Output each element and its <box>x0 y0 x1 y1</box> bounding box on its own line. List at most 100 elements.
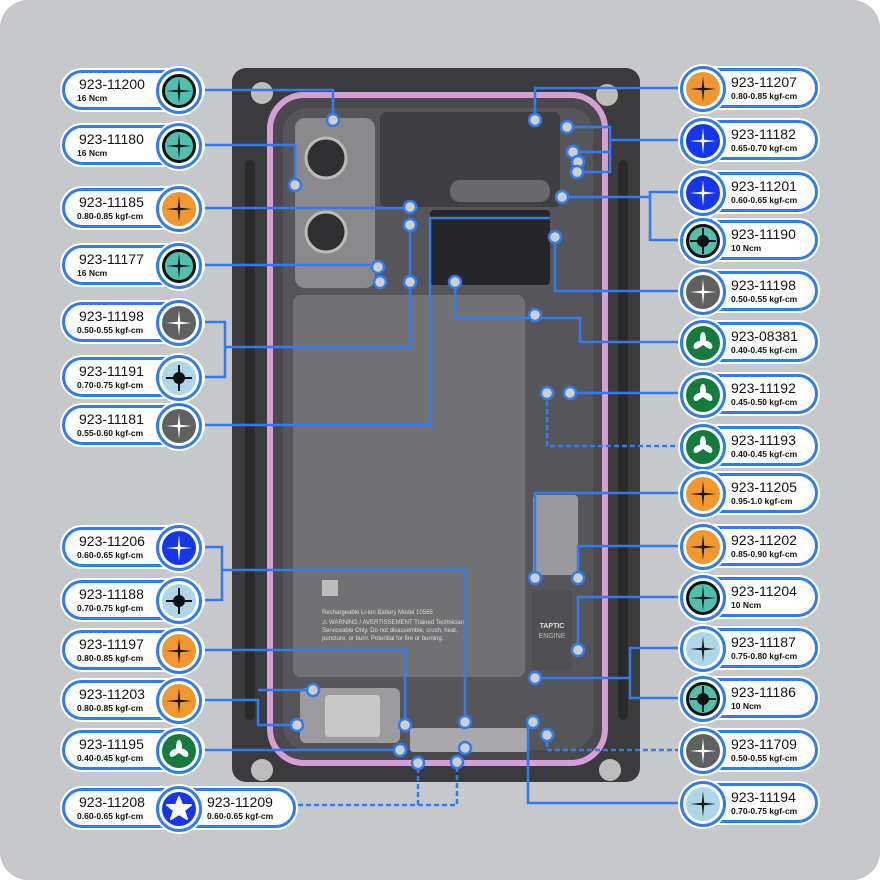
part-number: 923-11198 <box>731 277 796 293</box>
screw-marker[interactable] <box>457 714 473 730</box>
part-number: 923-11177 <box>79 251 144 267</box>
torque-spec: 0.50-0.55 kgf-cm <box>731 294 798 304</box>
standoff-teal-screw-icon <box>680 676 726 722</box>
part-number: 923-11198 <box>79 308 144 324</box>
screw-marker[interactable] <box>457 740 473 756</box>
screw-label-923-11185[interactable]: 923-11185 0.80-0.85 kgf-cm <box>62 188 203 228</box>
part-number: 923-11205 <box>731 479 797 495</box>
part-number: 923-11197 <box>79 636 144 652</box>
connector-lines <box>200 86 680 807</box>
part-number: 923-11185 <box>79 194 144 210</box>
lower-connector <box>410 728 528 752</box>
camera-lens <box>304 136 348 180</box>
part-number: 923-11180 <box>79 131 144 147</box>
torque-spec: 0.80-0.85 kgf-cm <box>77 653 144 663</box>
screw-marker[interactable] <box>372 274 388 290</box>
part-number: 923-11200 <box>79 76 145 92</box>
torque-spec: 0.60-0.65 kgf-cm <box>207 811 274 821</box>
part-number: 923-11190 <box>731 226 796 242</box>
screw-marker[interactable] <box>449 754 465 770</box>
tray-magnet <box>251 82 273 104</box>
phillips-orange-screw-icon <box>156 678 202 724</box>
part-number: 923-11187 <box>731 634 796 650</box>
screw-marker[interactable] <box>287 177 303 193</box>
taptic-text: TAPTIC <box>540 623 565 630</box>
screw-marker[interactable] <box>325 112 341 128</box>
screw-marker[interactable] <box>527 112 543 128</box>
taptic-engine <box>532 590 572 670</box>
screw-marker[interactable] <box>527 570 543 586</box>
standoff-lightblue-screw-icon <box>156 578 202 624</box>
standoff-lightblue-screw-icon <box>156 355 202 401</box>
part-number: 923-11709 <box>731 736 797 752</box>
screw-marker[interactable] <box>569 164 585 180</box>
flash-strip <box>450 180 550 202</box>
torque-spec: 16 Ncm <box>77 93 108 103</box>
screw-marker[interactable] <box>570 570 586 586</box>
torque-spec: 0.70-0.75 kgf-cm <box>731 806 798 816</box>
taptic-text: ENGINE <box>539 633 566 640</box>
torque-spec: 0.80-0.85 kgf-cm <box>731 91 798 101</box>
screw-marker[interactable] <box>554 189 570 205</box>
screw-marker[interactable] <box>370 259 386 275</box>
tripoint-green-screw-icon <box>680 372 726 418</box>
screw-marker[interactable] <box>527 307 543 323</box>
screw-marker[interactable] <box>410 755 426 771</box>
tray-magnet <box>599 759 621 781</box>
speaker-grille <box>325 695 380 737</box>
screw-marker[interactable] <box>547 229 563 245</box>
screw-marker[interactable] <box>525 714 541 730</box>
torque-spec: 0.60-0.65 kgf-cm <box>77 550 144 560</box>
battery-label-square <box>322 580 338 596</box>
phillips-white-gray-screw-icon <box>680 269 726 315</box>
part-number: 923-11191 <box>79 363 144 379</box>
torque-spec: 0.40-0.45 kgf-cm <box>731 449 798 459</box>
phillips-white-blue-screw-icon <box>156 525 202 571</box>
screw-marker[interactable] <box>539 385 555 401</box>
torque-spec: 0.40-0.45 kgf-cm <box>77 753 144 763</box>
standoff-teal-screw-icon <box>680 218 726 264</box>
screw-marker[interactable] <box>570 642 586 658</box>
tray-slot <box>618 160 628 720</box>
torque-spec: 0.50-0.55 kgf-cm <box>731 753 798 763</box>
torque-spec: 0.70-0.75 kgf-cm <box>77 380 144 390</box>
torque-spec: 0.60-0.65 kgf-cm <box>77 811 144 821</box>
camera-lens <box>304 210 348 254</box>
screw-marker[interactable] <box>392 742 408 758</box>
part-number: 923-11181 <box>79 411 144 427</box>
screw-marker[interactable] <box>397 717 413 733</box>
screw-marker[interactable] <box>562 385 578 401</box>
pentalobe-blue-screw-icon <box>156 786 202 832</box>
torque-spec: 10 Ncm <box>731 600 762 610</box>
part-number: 923-11204 <box>731 583 797 599</box>
battery <box>293 295 525 677</box>
part-number: 923-11201 <box>731 178 797 194</box>
screw-marker[interactable] <box>447 274 463 290</box>
phillips-white-blue-screw-icon <box>680 170 726 216</box>
part-number: 923-11186 <box>731 684 796 700</box>
part-number: 923-11193 <box>731 432 796 448</box>
screw-marker[interactable] <box>402 274 418 290</box>
screw-marker[interactable] <box>289 717 305 733</box>
torque-spec: 0.40-0.45 kgf-cm <box>731 345 798 355</box>
part-number: 923-11194 <box>731 789 796 805</box>
screw-marker[interactable] <box>539 727 555 743</box>
screw-marker[interactable] <box>527 670 543 686</box>
torque-spec: 0.95-1.0 kgf-cm <box>731 496 793 506</box>
torque-spec: 0.45-0.50 kgf-cm <box>731 397 798 407</box>
screw-marker[interactable] <box>402 217 418 233</box>
part-number: 923-08381 <box>731 328 798 344</box>
screw-marker[interactable] <box>305 682 321 698</box>
screw-marker[interactable] <box>402 199 418 215</box>
part-number: 923-11202 <box>731 532 797 548</box>
part-number: 923-11209 <box>207 794 273 810</box>
tripoint-green-screw-icon <box>680 320 726 366</box>
torque-spec: 0.55-0.60 kgf-cm <box>77 428 144 438</box>
phillips-orange-screw-icon <box>156 186 202 232</box>
tray-magnet <box>251 759 273 781</box>
screw-marker[interactable] <box>559 119 575 135</box>
phillips-teal-screw-icon <box>680 575 726 621</box>
phillips-teal-screw-icon <box>156 123 202 169</box>
torque-spec: 0.80-0.85 kgf-cm <box>77 211 144 221</box>
